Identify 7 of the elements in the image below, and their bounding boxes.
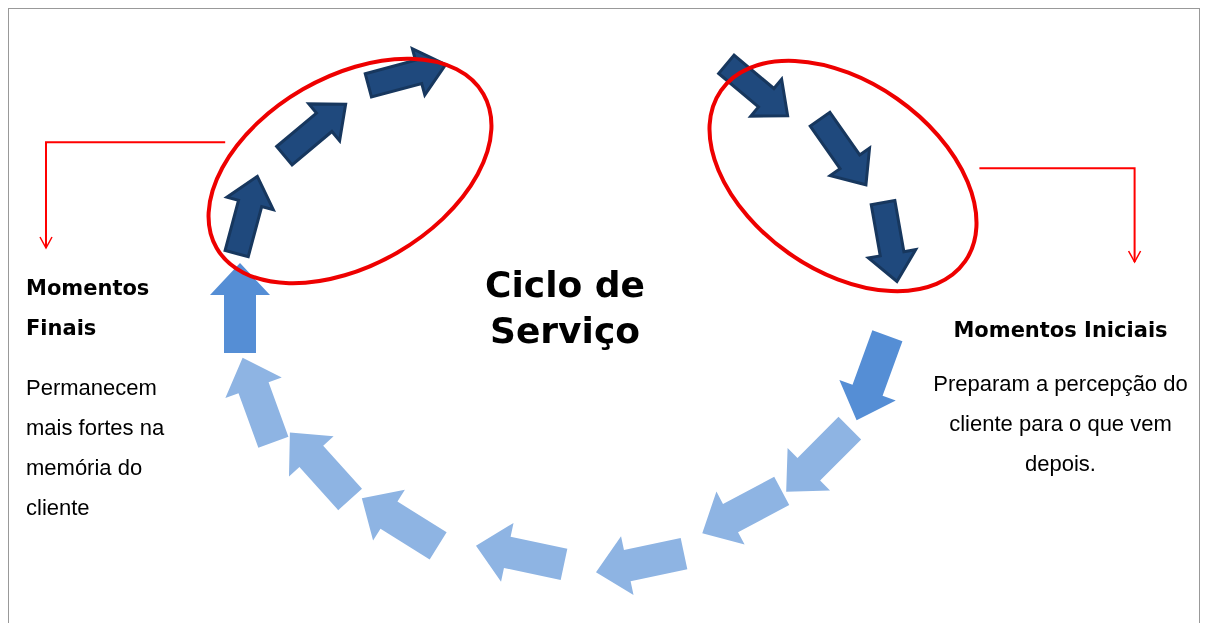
diagram-title: Ciclo de Serviço (484, 263, 646, 353)
heading: Momentos Finais (26, 275, 151, 342)
heading: Momentos Iniciais (952, 317, 1169, 344)
description: Preparam a percepção do cliente para o que vem depois. (932, 370, 1189, 478)
leader-line (978, 167, 1142, 263)
leader-line (39, 141, 227, 249)
description: Permanecem mais fortes na memória do cliente (26, 374, 166, 522)
